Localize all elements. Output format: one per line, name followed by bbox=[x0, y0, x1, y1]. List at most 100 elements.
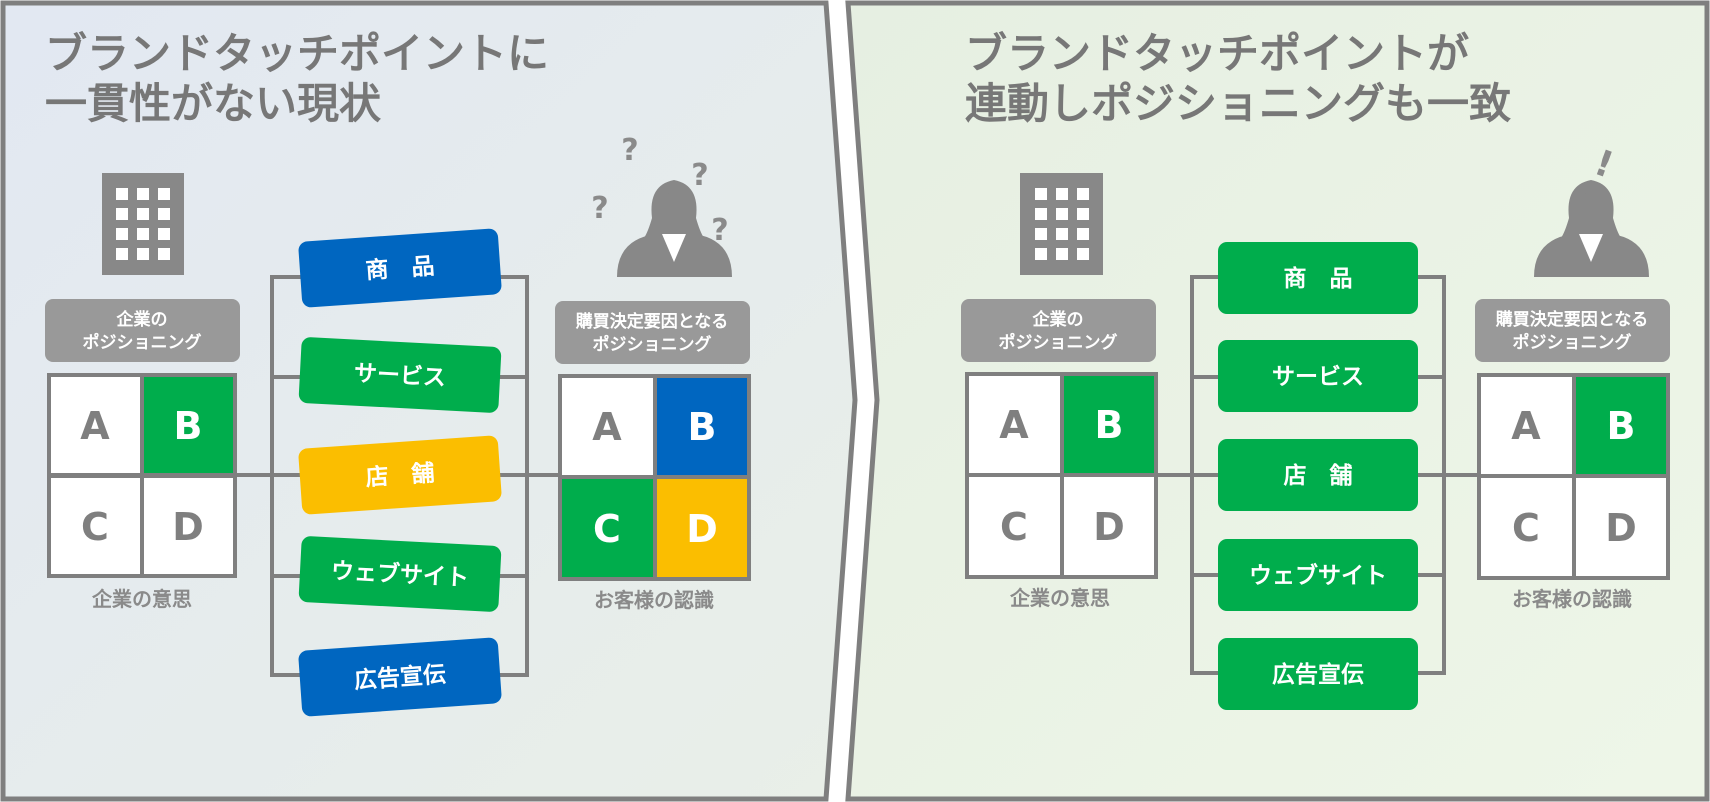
building-icon bbox=[1020, 173, 1103, 275]
customer-label-line1: 購買決定要因となる bbox=[1496, 309, 1649, 330]
building-window bbox=[1035, 228, 1047, 240]
touchpoint-website bbox=[1218, 539, 1418, 611]
building-window bbox=[1077, 248, 1089, 260]
building-window bbox=[137, 188, 149, 200]
building-window bbox=[1035, 188, 1047, 200]
building-window bbox=[158, 208, 170, 220]
grid-cell-c bbox=[1481, 478, 1572, 576]
customer-person-icon bbox=[617, 180, 732, 277]
question-marks: ? ? ? ? bbox=[591, 133, 728, 248]
touchpoint-advertising bbox=[298, 637, 502, 717]
customer-positioning-grid: A B C D bbox=[558, 374, 751, 581]
grid-cell-a bbox=[562, 378, 653, 475]
building-window bbox=[116, 228, 128, 240]
customer-positioning-label bbox=[1475, 299, 1670, 362]
left-title-line1: ブランドタッチポイントに bbox=[45, 29, 549, 78]
customer-label-line2: ポジショニング bbox=[593, 334, 712, 355]
grid-letter-c: C bbox=[1512, 506, 1540, 550]
touchpoint-store-label: 店 舗 bbox=[365, 461, 436, 492]
building-window bbox=[158, 248, 170, 260]
company-intent-caption: 企業の意思 bbox=[91, 587, 192, 611]
question-mark-icon: ? bbox=[621, 133, 638, 168]
grid-letter-b: B bbox=[174, 404, 203, 448]
left-title-line2: 一貫性がない現状 bbox=[45, 79, 382, 128]
touchpoint-product bbox=[298, 228, 502, 308]
touchpoint-advertising bbox=[1218, 638, 1418, 710]
touchpoint-list: 商 品 サービス 店 舗 ウェブサイト 広告宣伝 bbox=[298, 228, 502, 717]
grid-letter-c: C bbox=[1000, 505, 1028, 549]
building-window bbox=[158, 188, 170, 200]
grid-cell-c bbox=[51, 478, 140, 574]
company-positioning-grid: A B C D bbox=[47, 373, 237, 578]
building-window bbox=[1077, 188, 1089, 200]
grid-letter-c: C bbox=[593, 507, 621, 551]
building-window bbox=[1056, 188, 1068, 200]
touchpoint-product-label: 商 品 bbox=[365, 253, 436, 285]
touchpoint-website bbox=[298, 536, 502, 612]
touchpoint-website-label: ウェブサイト bbox=[1249, 562, 1387, 589]
grid-letter-b: B bbox=[688, 405, 717, 449]
touchpoint-service-label: サービス bbox=[353, 361, 446, 392]
customer-recognition-caption: お客様の認識 bbox=[1512, 587, 1632, 611]
customer-positioning-grid: A B C D bbox=[1477, 373, 1670, 580]
touchpoint-service bbox=[298, 337, 502, 413]
touchpoint-store-label: 店 舗 bbox=[1284, 463, 1353, 489]
grid-cell-a bbox=[51, 377, 140, 473]
building-window bbox=[1056, 248, 1068, 260]
building-window bbox=[1035, 248, 1047, 260]
touchpoint-store bbox=[298, 435, 502, 515]
company-label-line2: ポジショニング bbox=[83, 332, 202, 353]
customer-person-icon bbox=[1534, 180, 1649, 277]
touchpoint-list: 商 品 サービス 店 舗 ウェブサイト 広告宣伝 bbox=[1218, 242, 1418, 710]
question-mark-icon: ? bbox=[711, 213, 728, 248]
touchpoint-product-label: 商 品 bbox=[1284, 265, 1353, 292]
grid-cell-b bbox=[144, 377, 233, 473]
grid-cell-c bbox=[969, 477, 1060, 575]
right-section: ブランドタッチポイントが 連動しポジショニングも一致 企業の ポジショニング bbox=[961, 29, 1670, 710]
grid-cell-b bbox=[657, 378, 747, 475]
touchpoint-advertising-label: 広告宣伝 bbox=[353, 661, 447, 694]
grid-cell-b bbox=[1064, 376, 1154, 473]
building-window bbox=[116, 188, 128, 200]
right-title-line2: 連動しポジショニングも一致 bbox=[965, 79, 1511, 128]
building-window bbox=[116, 248, 128, 260]
left-section: ブランドタッチポイントに 一貫性がない現状 企業の ポジショニング bbox=[45, 29, 751, 717]
building-window bbox=[137, 248, 149, 260]
building-window bbox=[1035, 208, 1047, 220]
building-window bbox=[1056, 208, 1068, 220]
touchpoint-service-label: サービス bbox=[1272, 364, 1364, 390]
company-positioning-label bbox=[45, 299, 240, 362]
grid-cell-a bbox=[1481, 377, 1572, 474]
building-window bbox=[158, 228, 170, 240]
building-window bbox=[1077, 228, 1089, 240]
grid-letter-a: A bbox=[80, 404, 110, 448]
building-window bbox=[1056, 228, 1068, 240]
grid-cell-d bbox=[657, 479, 747, 577]
customer-positioning-label bbox=[555, 301, 750, 364]
grid-letter-b: B bbox=[1095, 403, 1124, 447]
grid-letter-a: A bbox=[1511, 404, 1541, 448]
grid-letter-c: C bbox=[81, 505, 109, 549]
right-title-line1: ブランドタッチポイントが bbox=[965, 29, 1469, 78]
touchpoint-product bbox=[1218, 242, 1418, 314]
building-window bbox=[137, 208, 149, 220]
customer-label-line2: ポジショニング bbox=[1513, 332, 1632, 353]
company-intent-caption: 企業の意思 bbox=[1009, 586, 1110, 610]
company-label-line1: 企業の bbox=[1032, 309, 1084, 330]
company-positioning-grid: A B C D bbox=[965, 372, 1158, 579]
customer-label-line1: 購買決定要因となる bbox=[576, 311, 729, 332]
building-window bbox=[137, 228, 149, 240]
company-positioning-label bbox=[961, 299, 1156, 362]
customer-recognition-caption: お客様の認識 bbox=[594, 588, 714, 612]
grid-letter-d: D bbox=[686, 507, 718, 551]
building-window bbox=[1077, 208, 1089, 220]
grid-letter-b: B bbox=[1607, 404, 1636, 448]
question-mark-icon: ? bbox=[591, 191, 608, 226]
grid-cell-b bbox=[1576, 377, 1666, 474]
company-label-line2: ポジショニング bbox=[999, 332, 1118, 353]
company-label-line1: 企業の bbox=[116, 309, 168, 330]
question-mark-icon: ? bbox=[691, 158, 708, 193]
grid-cell-c bbox=[562, 479, 653, 577]
grid-letter-d: D bbox=[1093, 505, 1125, 549]
